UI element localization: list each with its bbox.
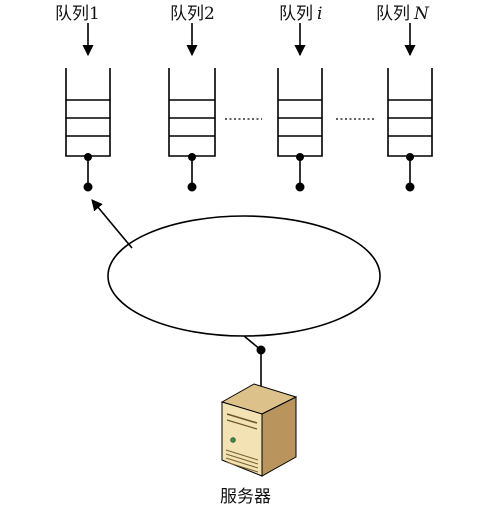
queue-2-bottom-node [187,182,197,192]
queue-1: 队列1 [55,4,111,192]
queue-1-buffer [65,68,111,157]
server-icon [220,383,298,477]
queue-i-bottom-node [295,182,305,192]
queue-2: 队列2 [168,4,216,192]
queue-1-bottom-node [83,182,93,192]
server-label: 服务器 [220,487,271,507]
queue-1-label: 队列1 [55,4,100,24]
queue-n-buffer [387,68,433,157]
queue-2-label: 队列2 [170,4,215,24]
polling-ring [107,215,381,337]
queue-n-bottom-node [405,182,415,192]
queue-2-top-node [188,153,196,161]
queue-2-buffer [168,68,216,157]
queue-1-top-node [84,153,92,161]
polling-arrow [91,199,133,249]
queue-n-top-node [406,153,414,161]
queue-i-top-node [296,153,304,161]
queue-i-buffer [277,68,323,157]
